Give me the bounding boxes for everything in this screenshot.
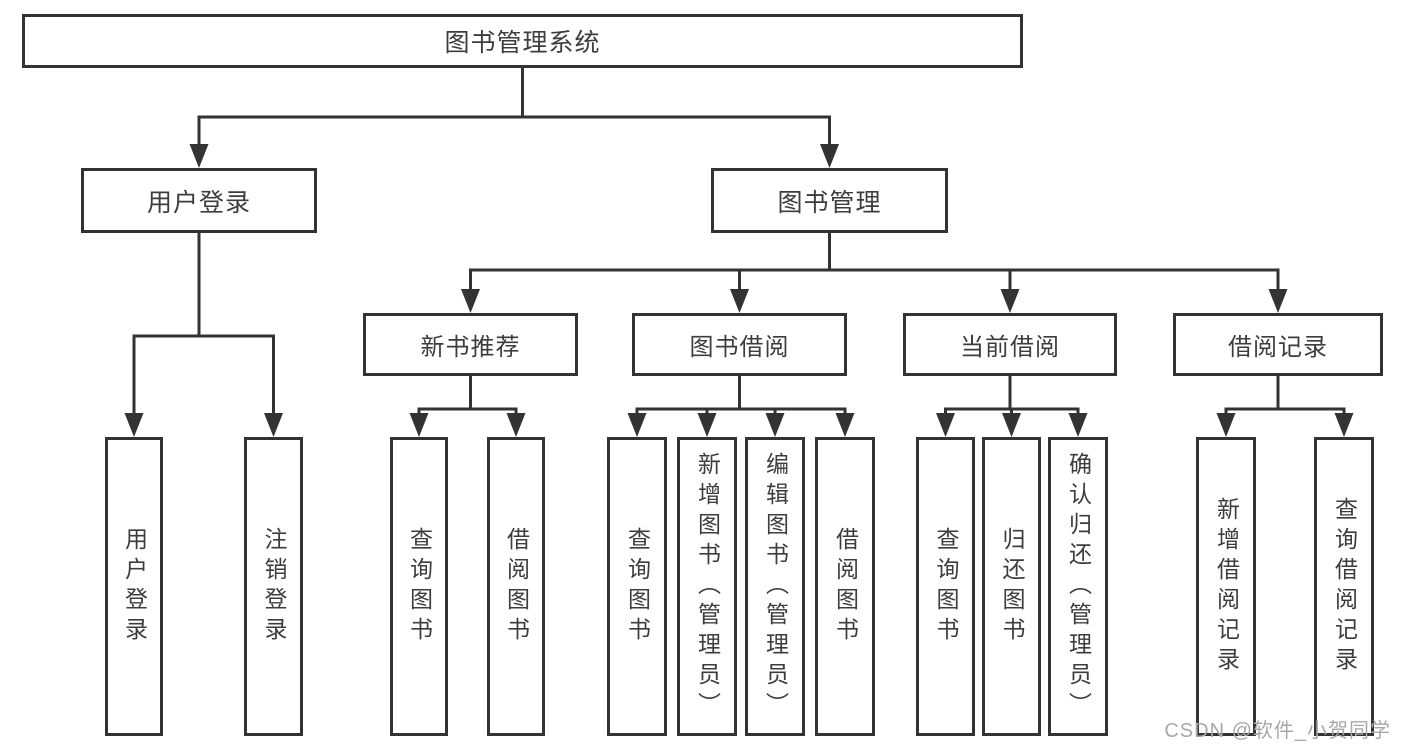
arrowhead-icon [409, 413, 429, 437]
arrowheads [124, 144, 1354, 437]
arrowhead-icon [835, 413, 855, 437]
connector-user-login-branch [132, 334, 275, 414]
connector-level3-branch [469, 268, 1280, 290]
node-label: 注销登录 [261, 526, 287, 647]
node-leaf-add-borrow-record: 新增借阅记录 [1196, 437, 1256, 736]
node-leaf-search-books-recommend: 查询图书 [390, 437, 448, 736]
arrowhead-icon [1334, 413, 1354, 437]
node-leaf-borrow-books-borrowing: 借阅图书 [815, 437, 875, 736]
connector-book-borrowing-branch [635, 407, 847, 414]
arrowhead-icon [264, 413, 283, 437]
arrowhead-icon [506, 413, 526, 437]
node-label: 查询借阅记录 [1331, 496, 1358, 677]
node-borrowing-records: 借阅记录 [1173, 313, 1383, 376]
node-leaf-borrow-books-recommend: 借阅图书 [487, 437, 545, 736]
node-user-login: 用户登录 [81, 168, 317, 233]
node-book-borrowing: 图书借阅 [632, 313, 847, 376]
arrowhead-icon [189, 144, 209, 168]
arrowhead-icon [1216, 413, 1236, 437]
node-label: 用户登录 [121, 526, 148, 647]
arrowhead-icon [697, 413, 717, 437]
node-leaf-logout: 注销登录 [244, 437, 303, 736]
node-label: 借阅图书 [832, 526, 859, 647]
node-label: 查询图书 [406, 526, 433, 647]
node-book-management: 图书管理 [711, 168, 948, 233]
node-label: 查询图书 [624, 526, 651, 647]
arrowhead-icon [730, 289, 749, 313]
arrowhead-icon [1000, 289, 1020, 313]
arrowhead-icon [765, 413, 785, 437]
node-label: 编辑图书（管理员） [762, 451, 789, 722]
node-leaf-confirm-return-admin: 确认归还（管理员） [1048, 437, 1108, 736]
node-current-borrowing: 当前借阅 [903, 313, 1117, 376]
arrowhead-icon [461, 289, 480, 313]
arrowhead-icon [627, 413, 647, 437]
node-leaf-return-books: 归还图书 [982, 437, 1041, 736]
arrowhead-icon [1268, 289, 1288, 313]
arrowhead-icon [124, 413, 144, 437]
node-label: 新增借阅记录 [1213, 496, 1240, 677]
node-label: 确认归还（管理员） [1065, 451, 1092, 722]
node-label: 查询图书 [933, 526, 959, 647]
node-label: 借阅图书 [503, 526, 530, 647]
csdn-watermark: CSDN @软件_小贺同学 [1164, 720, 1391, 742]
node-leaf-edit-books-admin: 编辑图书（管理员） [745, 437, 805, 736]
node-leaf-search-borrow-record: 查询借阅记录 [1314, 437, 1374, 736]
node-leaf-search-books-current: 查询图书 [916, 437, 975, 736]
arrowhead-icon [820, 144, 839, 168]
node-leaf-add-books-admin: 新增图书（管理员） [677, 437, 737, 736]
node-new-book-recommendation: 新书推荐 [363, 313, 578, 376]
arrowhead-icon [936, 413, 955, 437]
node-leaf-search-books-borrowing: 查询图书 [607, 437, 667, 736]
node-root-library-management-system: 图书管理系统 [22, 14, 1023, 68]
connector-borrowing-records-branch [1224, 407, 1346, 414]
connector-level2-branch [197, 115, 831, 145]
node-label: 新增图书（管理员） [694, 451, 721, 722]
node-label: 归还图书 [999, 526, 1025, 647]
connector-new-book-branch [417, 407, 518, 414]
node-leaf-user-login: 用户登录 [105, 437, 163, 736]
arrowhead-icon [1068, 413, 1088, 437]
arrowhead-icon [1002, 413, 1021, 437]
